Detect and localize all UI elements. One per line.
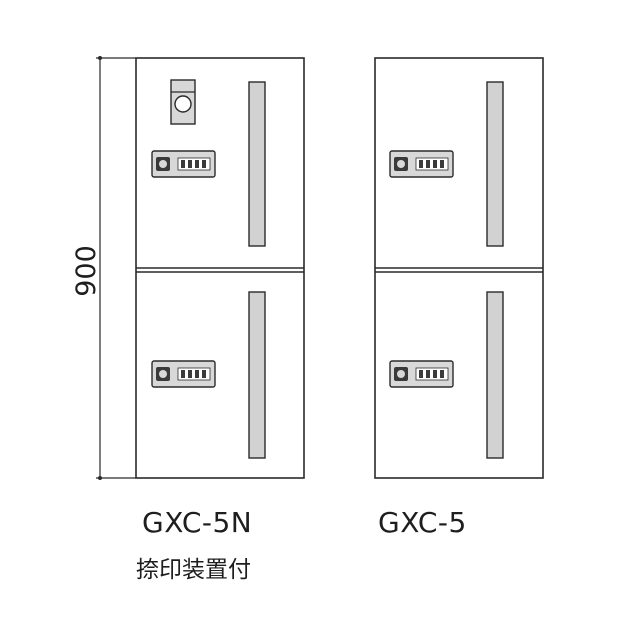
dimension-dot-bottom [98,476,102,480]
dial-lock-icon [151,150,216,178]
mail-slot-lower [248,291,266,459]
mail-slot-upper [486,81,504,247]
model-name-gxc-5: GXC-5 [378,506,467,539]
dial-lock-icon [389,150,454,178]
height-dimension [96,56,136,480]
unit-gxc-5n [135,57,305,479]
model-subtitle-stamp-device: 捺印装置付 [136,557,251,583]
height-dimension-label: 900 [71,245,102,297]
dial-lock-icon [151,360,216,388]
stamp-device-icon [170,79,196,125]
dimension-dot-top [98,56,102,60]
dial-lock-icon [389,360,454,388]
model-name-gxc-5n: GXC-5N [142,506,253,539]
mail-slot-upper [248,81,266,247]
mail-slot-lower [486,291,504,459]
unit-gxc-5 [374,57,544,479]
